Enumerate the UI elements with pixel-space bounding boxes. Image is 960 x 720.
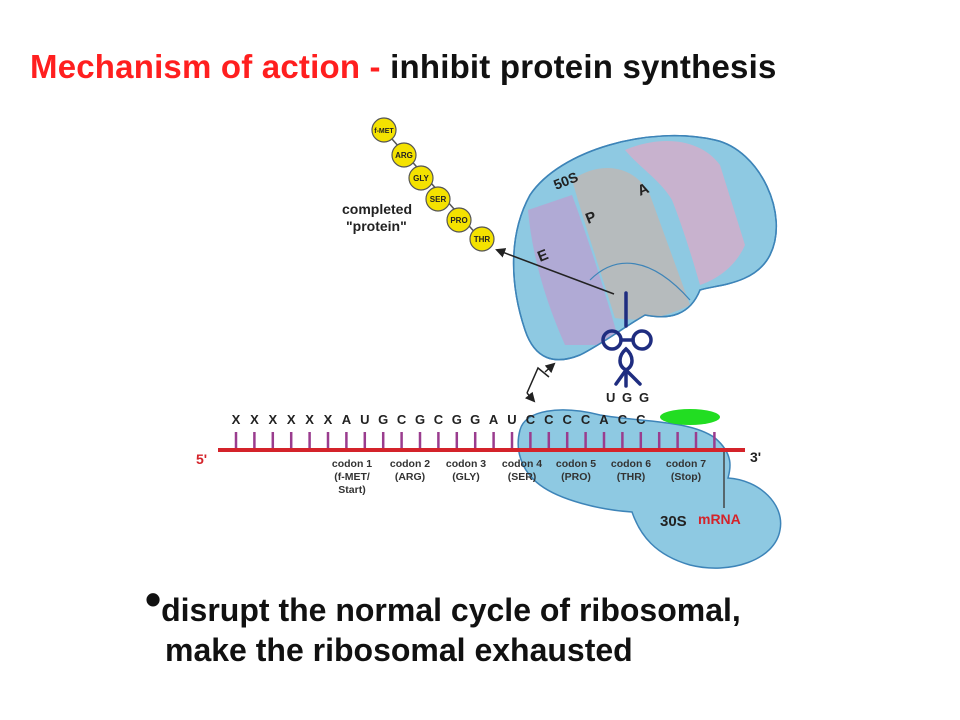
amino-acid-bead <box>391 142 417 168</box>
p-site <box>572 168 690 320</box>
codon-label: (THR) <box>617 471 646 483</box>
mrna-label: mRNA <box>698 511 741 527</box>
30s-label: 30S <box>660 513 687 530</box>
a-site <box>625 141 745 285</box>
mrna-base: X <box>232 412 241 427</box>
mrna-base: C <box>563 412 573 427</box>
anticodon-base-2: G <box>622 390 632 405</box>
mrna-base: U <box>360 412 369 427</box>
page-title: Mechanism of action - inhibit protein sy… <box>30 48 777 86</box>
mrna-base: X <box>324 412 333 427</box>
amino-acid-label: SER <box>430 195 447 204</box>
amino-acid-label: ARG <box>395 151 413 160</box>
protein-chain: f-MET ARG GLY SER PRO THR <box>371 117 495 252</box>
codon-label: codon 4 <box>502 458 542 470</box>
amino-acid-label: f-MET <box>374 128 394 135</box>
anticodon-base-1: U <box>606 390 615 405</box>
cycle-arrow <box>526 366 550 394</box>
codon-label: (Stop) <box>671 471 701 483</box>
title-inhibit: inhibit protein synthesis <box>390 48 777 85</box>
codon-label: codon 1 <box>332 458 372 470</box>
mrna-base: C <box>618 412 628 427</box>
mrna-base: C <box>581 412 591 427</box>
mrna-base: U <box>507 412 516 427</box>
bullet-line-1: disrupt the normal cycle of ribosomal, <box>161 592 741 628</box>
amino-acid-label: THR <box>474 235 491 244</box>
codon-label: codon 5 <box>556 458 596 470</box>
mrna-base: A <box>342 412 352 427</box>
five-prime-label: 5' <box>196 451 207 467</box>
e-site <box>528 195 620 345</box>
mrna-base: G <box>470 412 480 427</box>
amino-acid-bead <box>408 165 434 191</box>
mrna-base: C <box>397 412 407 427</box>
bullet-symbol: • <box>145 573 162 625</box>
completed-label-line2: "protein" <box>346 218 407 234</box>
bullet-point: •disrupt the normal cycle of ribosomal, … <box>145 576 741 670</box>
title-mechanism: Mechanism of action - <box>30 48 391 85</box>
mrna-base: C <box>526 412 536 427</box>
codon-label: (PRO) <box>561 471 591 483</box>
codon-label: Start) <box>338 484 365 496</box>
amino-acid-label: GLY <box>413 174 429 183</box>
mrna-base: X <box>250 412 259 427</box>
amino-acid-label: PRO <box>450 216 467 225</box>
30s-subunit <box>517 409 782 569</box>
mrna-base: A <box>599 412 609 427</box>
mrna-base: A <box>489 412 499 427</box>
mrna-base: C <box>636 412 646 427</box>
completed-label-line1: completed <box>342 201 412 217</box>
amino-acid-bead <box>371 117 397 143</box>
amino-acid-bead <box>425 186 451 212</box>
mrna-base: X <box>287 412 296 427</box>
codon-label: (ARG) <box>395 471 425 483</box>
mrna-base: X <box>305 412 314 427</box>
codon-label: codon 2 <box>390 458 430 470</box>
amino-acid-bead <box>469 226 495 252</box>
mrna-base: X <box>268 412 277 427</box>
three-prime-label: 3' <box>750 449 761 465</box>
codon-label: codon 3 <box>446 458 486 470</box>
drug-molecule <box>660 409 720 425</box>
codon-label: (f-MET/ <box>334 471 370 483</box>
amino-acid-bead <box>446 207 472 233</box>
codon-label: codon 7 <box>666 458 706 470</box>
codon-label: (GLY) <box>452 471 480 483</box>
mrna-base: G <box>415 412 425 427</box>
release-arrow <box>495 248 615 295</box>
mrna-base: C <box>434 412 444 427</box>
anticodon-base-3: G <box>639 390 649 405</box>
trna <box>601 291 653 388</box>
mrna-base: G <box>378 412 388 427</box>
codon-label: (SER) <box>508 471 537 483</box>
mrna-base: C <box>544 412 554 427</box>
codon-label: codon 6 <box>611 458 651 470</box>
mrna-base: G <box>452 412 462 427</box>
bullet-line-2: make the ribosomal exhausted <box>165 632 633 668</box>
